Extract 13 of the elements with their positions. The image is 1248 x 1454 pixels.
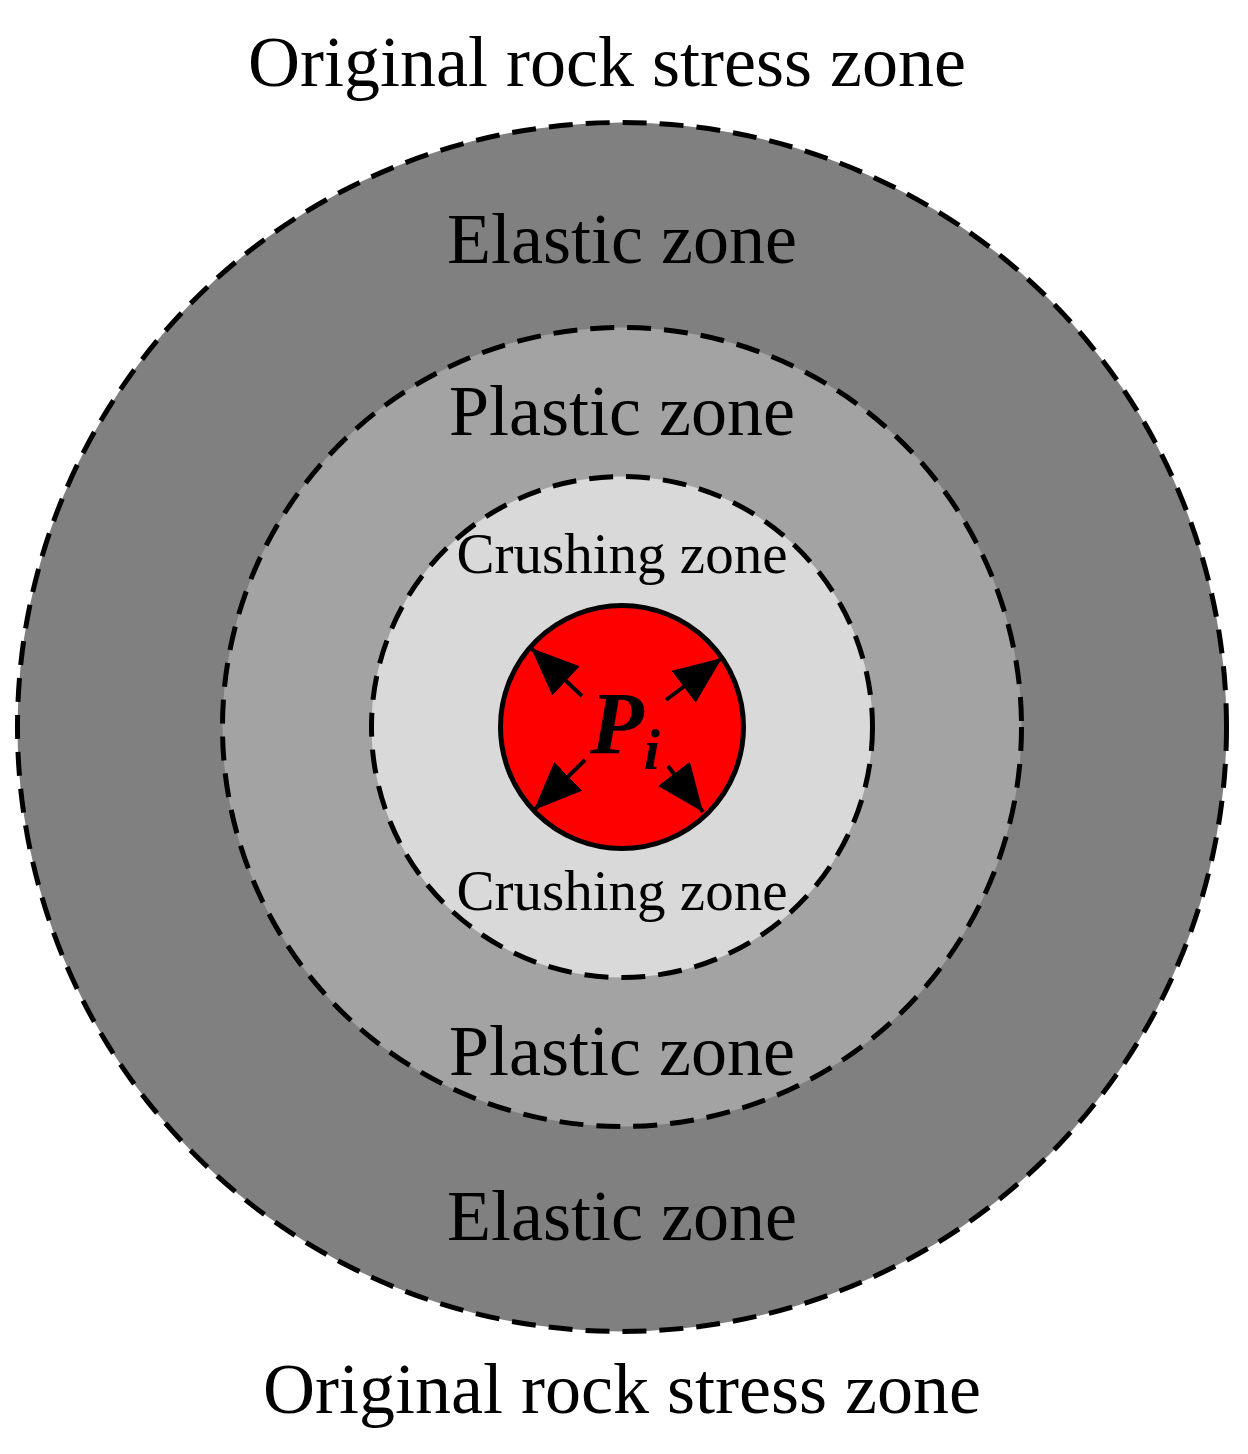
borehole-circle [498, 603, 746, 851]
zone-label: Original rock stress zone [248, 20, 966, 104]
zone-label: Crushing zone [456, 520, 788, 587]
zone-label: Plastic zone [449, 369, 795, 453]
crushing-zone-circle [369, 474, 875, 980]
elastic-zone-circle [15, 120, 1229, 1334]
zone-label: Elastic zone [447, 197, 797, 281]
zone-label: Elastic zone [447, 1174, 797, 1258]
zone-label: Plastic zone [449, 1009, 795, 1093]
zone-label: Crushing zone [456, 857, 788, 924]
zone-label: Original rock stress zone [263, 1347, 981, 1431]
pressure-symbol: P$_{i}$ [590, 673, 660, 777]
plastic-zone-circle [220, 325, 1024, 1129]
